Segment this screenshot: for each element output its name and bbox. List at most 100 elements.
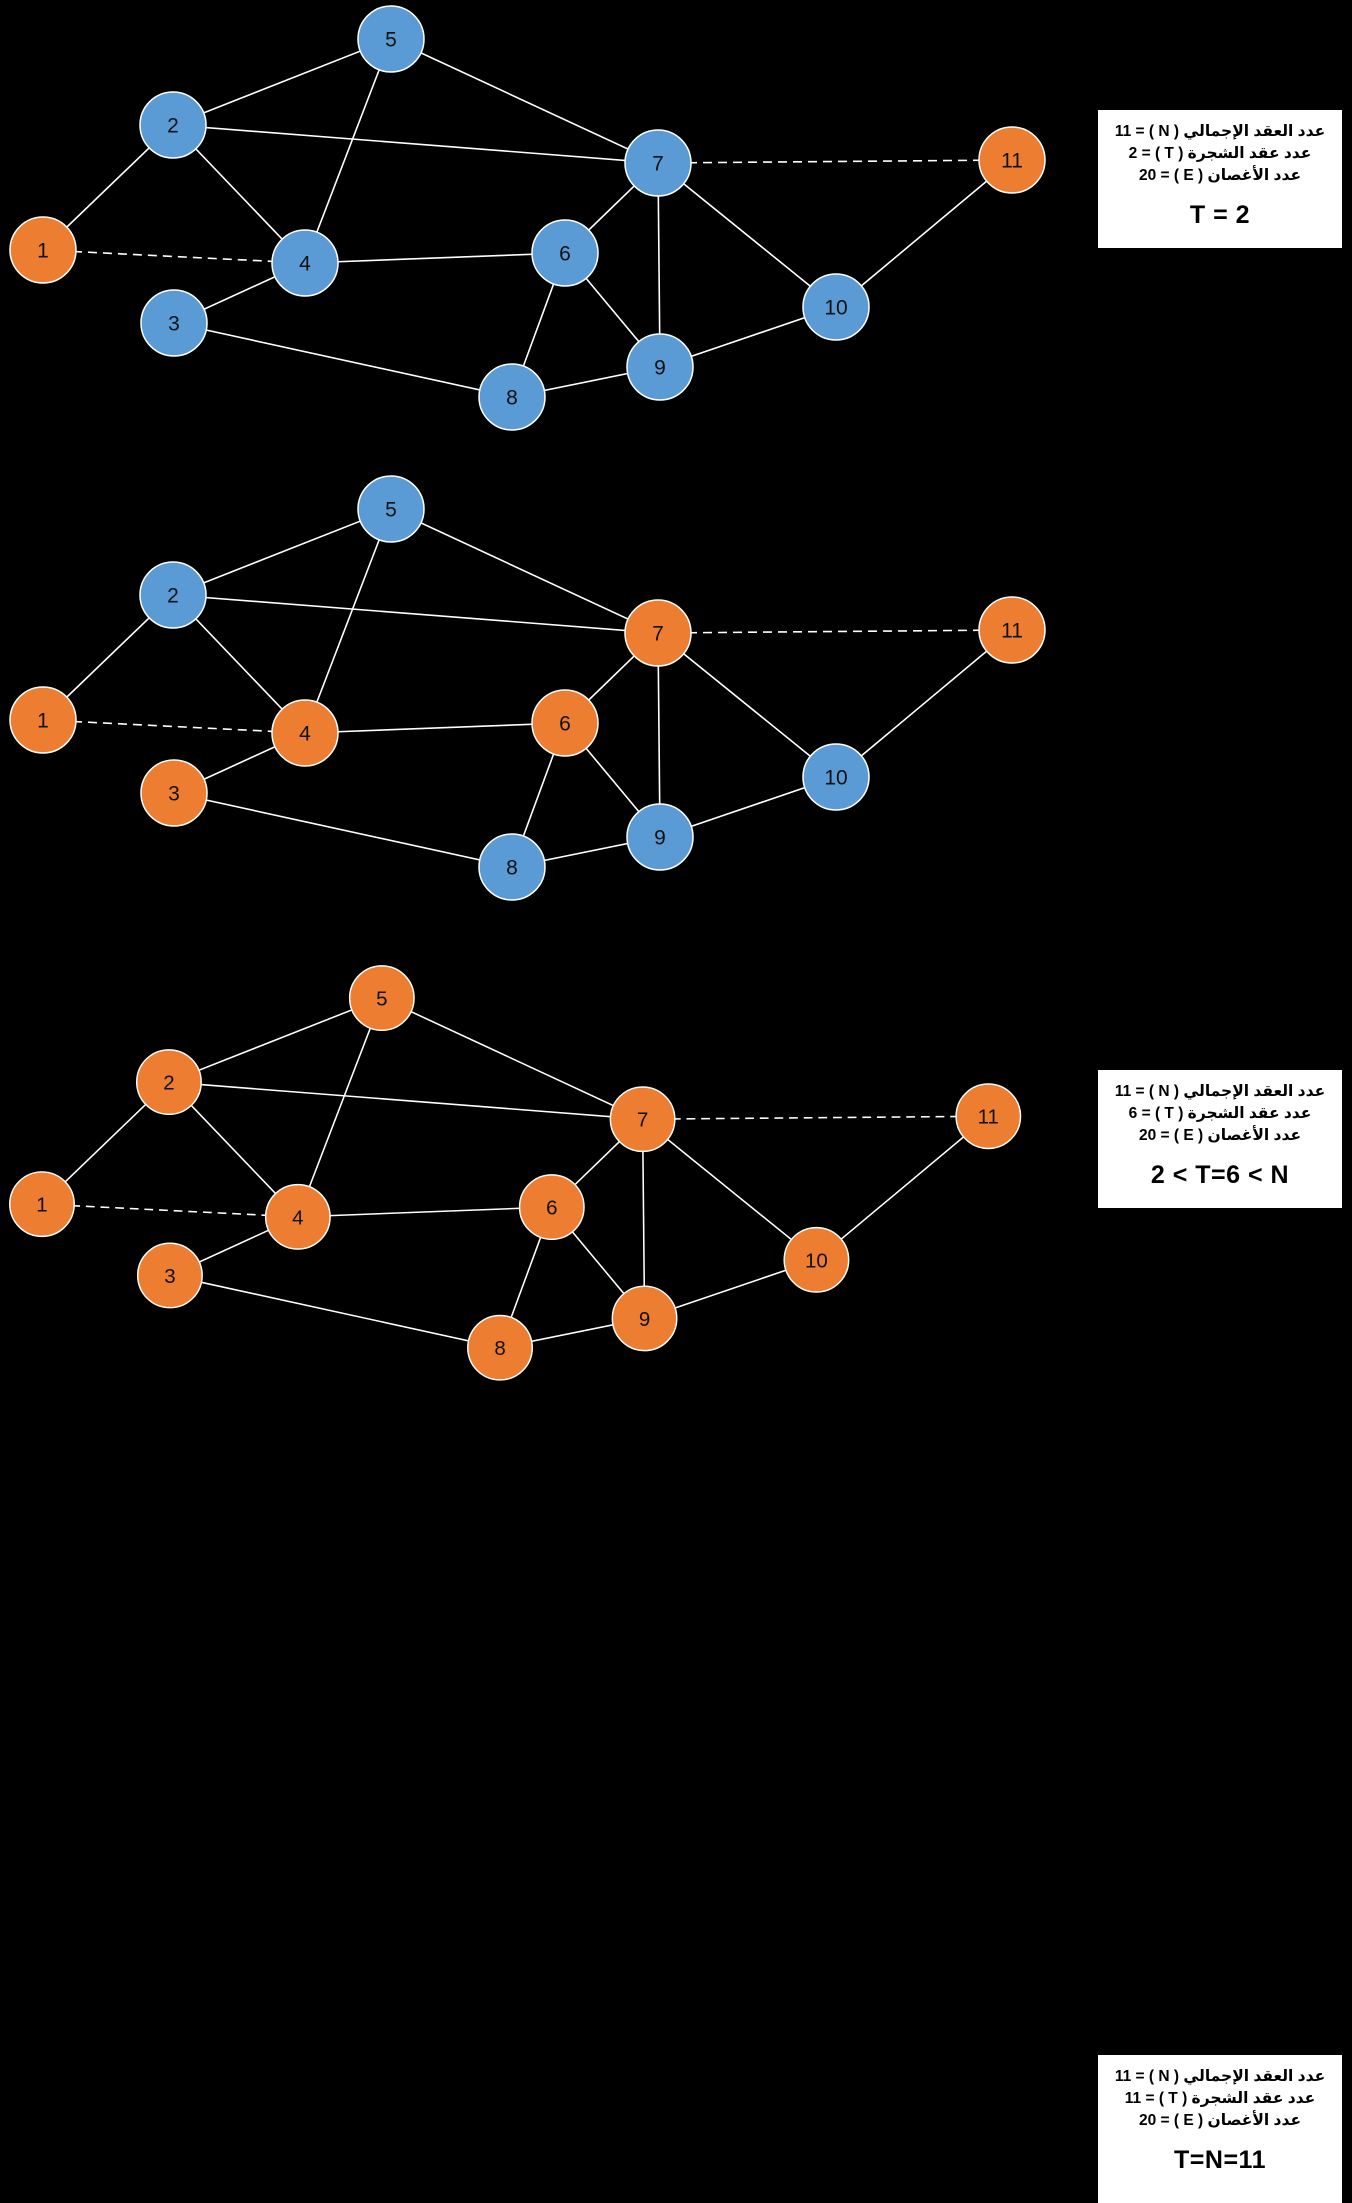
node-circle-4[interactable]: [271, 699, 339, 767]
graph-node-3[interactable]: 3: [136, 1242, 203, 1309]
graph-edge-10-11: [835, 629, 1013, 778]
graph-node-5[interactable]: 5: [357, 5, 425, 73]
graph-node-2[interactable]: 2: [135, 1049, 202, 1116]
node-circle-1[interactable]: [9, 216, 77, 284]
node-circle-10[interactable]: [802, 273, 870, 341]
graph-node-1[interactable]: 1: [9, 1171, 75, 1238]
node-circle-1[interactable]: [9, 1171, 75, 1238]
graph-node-11[interactable]: 11: [978, 126, 1046, 194]
graph-node-1[interactable]: 1: [9, 216, 77, 284]
node-circle-9[interactable]: [611, 1285, 678, 1352]
graph-node-10[interactable]: 10: [802, 743, 870, 811]
node-circle-7[interactable]: [624, 599, 692, 667]
graph-node-9[interactable]: 9: [611, 1285, 678, 1352]
node-circle-7[interactable]: [624, 129, 692, 197]
node-circle-3[interactable]: [140, 289, 208, 357]
graph-node-10[interactable]: 10: [802, 273, 870, 341]
graph-edge-4-5: [304, 38, 392, 264]
node-label-10: 10: [824, 767, 847, 790]
graph-node-8[interactable]: 8: [478, 363, 546, 431]
legend-edge-count: عدد الأغصان ( E ) = 20: [1138, 167, 1302, 184]
node-label-5: 5: [376, 988, 387, 1011]
graph-node-3[interactable]: 3: [140, 759, 208, 827]
graph-node-4[interactable]: 4: [264, 1183, 331, 1250]
node-label-7: 7: [652, 623, 664, 646]
graph-edge-7-10: [657, 632, 837, 778]
graph-node-6[interactable]: 6: [531, 689, 599, 757]
graph-edge-10-11: [835, 159, 1013, 308]
node-label-10: 10: [805, 1249, 828, 1272]
node-circle-8[interactable]: [467, 1314, 533, 1381]
graph-node-4[interactable]: 4: [271, 229, 339, 297]
graph-node-1[interactable]: 1: [9, 686, 77, 754]
graph-node-5[interactable]: 5: [348, 965, 415, 1032]
node-label-1: 1: [37, 240, 49, 263]
node-circle-5[interactable]: [348, 965, 415, 1032]
node-circle-10[interactable]: [783, 1226, 850, 1293]
graph-node-9[interactable]: 9: [626, 333, 694, 401]
node-circle-10[interactable]: [802, 743, 870, 811]
graph-node-7[interactable]: 7: [624, 129, 692, 197]
node-label-10: 10: [824, 297, 847, 320]
graph-node-6[interactable]: 6: [518, 1174, 585, 1241]
node-circle-1[interactable]: [9, 686, 77, 754]
graph-node-11[interactable]: 11: [978, 596, 1046, 664]
legend-box-3: عدد العقد الإجمالي ( N ) = 11 عدد عقد ال…: [1098, 2055, 1342, 2203]
graph-node-7[interactable]: 7: [624, 599, 692, 667]
graph-node-8[interactable]: 8: [467, 1314, 533, 1381]
node-circle-11[interactable]: [978, 596, 1046, 664]
node-label-11: 11: [1001, 150, 1023, 173]
node-circle-3[interactable]: [140, 759, 208, 827]
graph-edge-7-11: [642, 1115, 989, 1120]
graph-node-2[interactable]: 2: [139, 561, 207, 629]
node-circle-2[interactable]: [139, 91, 207, 159]
node-circle-6[interactable]: [518, 1174, 585, 1241]
node-circle-6[interactable]: [531, 689, 599, 757]
node-circle-8[interactable]: [478, 833, 546, 901]
node-circle-7[interactable]: [609, 1086, 676, 1153]
graph-edge-3-8: [173, 322, 513, 398]
node-circle-9[interactable]: [626, 803, 694, 871]
node-label-9: 9: [654, 357, 666, 380]
graph-node-9[interactable]: 9: [626, 803, 694, 871]
legend-result: 2 < T=6 < N: [1150, 1161, 1290, 1189]
node-circle-2[interactable]: [139, 561, 207, 629]
node-circle-8[interactable]: [478, 363, 546, 431]
graph-canvas-1: 1 2 3 4 5 67 8 9 10 11: [9, 5, 1046, 431]
node-label-9: 9: [639, 1308, 650, 1331]
graph-node-2[interactable]: 2: [139, 91, 207, 159]
graph-node-5[interactable]: 5: [357, 475, 425, 543]
node-circle-2[interactable]: [135, 1049, 202, 1116]
legend-edge-count: عدد الأغصان ( E ) = 20: [1138, 2112, 1302, 2129]
node-circle-3[interactable]: [136, 1242, 203, 1309]
node-circle-5[interactable]: [357, 475, 425, 543]
node-label-4: 4: [299, 253, 311, 276]
legend-tree-nodes: عدد عقد الشجرة ( T ) = 2: [1128, 145, 1312, 162]
node-circle-4[interactable]: [264, 1183, 331, 1250]
legend-tree-nodes: عدد عقد الشجرة ( T ) = 11: [1124, 2090, 1316, 2107]
node-label-11: 11: [978, 1106, 999, 1129]
graph-edge-2-7: [168, 1081, 643, 1120]
graph-edge-4-5: [304, 508, 392, 734]
graph-node-4[interactable]: 4: [271, 699, 339, 767]
node-label-1: 1: [37, 710, 49, 733]
node-label-7: 7: [637, 1109, 648, 1132]
node-circle-6[interactable]: [531, 219, 599, 287]
node-circle-5[interactable]: [357, 5, 425, 73]
graph-node-3[interactable]: 3: [140, 289, 208, 357]
graph-node-10[interactable]: 10: [783, 1226, 850, 1293]
graph-node-8[interactable]: 8: [478, 833, 546, 901]
node-circle-11[interactable]: [955, 1083, 1022, 1150]
graph-node-11[interactable]: 11: [955, 1083, 1022, 1150]
node-label-3: 3: [168, 783, 180, 806]
graph-edge-2-7: [172, 594, 659, 634]
node-circle-11[interactable]: [978, 126, 1046, 194]
node-circle-9[interactable]: [626, 333, 694, 401]
graph-edge-7-10: [657, 162, 837, 308]
graph-node-6[interactable]: 6: [531, 219, 599, 287]
graph-edge-5-7: [381, 997, 643, 1120]
graph-node-7[interactable]: 7: [609, 1086, 676, 1153]
node-circle-4[interactable]: [271, 229, 339, 297]
